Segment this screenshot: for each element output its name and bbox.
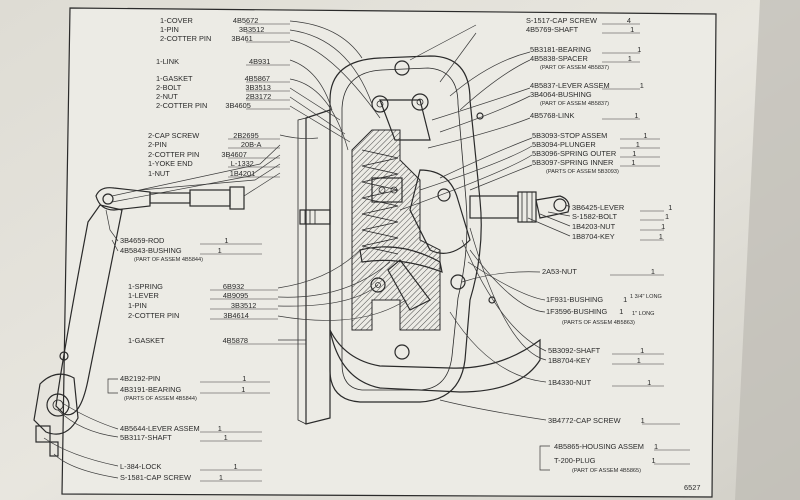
note-part-assem-4B5844: (PART OF ASSEM 4B5844) — [134, 257, 203, 263]
note-bushing-long-1: 1 3/4" LONG — [630, 294, 662, 300]
figure-number: 6527 — [684, 483, 700, 492]
note-part-assem-4B5837b: (PART OF ASSEM 4B5837) — [540, 101, 609, 107]
label-bushing-r: 3B4064-BUSHING — [530, 90, 592, 99]
note-parts-assem-5B3093: (PARTS OF ASSEM 5B3093) — [546, 169, 619, 175]
note-part-assem-4B5837: (PART OF ASSEM 4B5837) — [540, 65, 609, 71]
label-dashes — [200, 23, 690, 482]
left-linkage — [33, 186, 245, 457]
note-parts-assem-4B5844: (PARTS OF ASSEM 4B5844) — [124, 396, 197, 402]
page-shadow — [735, 0, 800, 500]
note-bushing-long-2: 1" LONG — [632, 311, 655, 317]
note-parts-assem-4B5863: (PARTS OF ASSEM 4B5863) — [562, 320, 635, 326]
housing-assembly — [297, 55, 570, 425]
note-part-assem-4B5865: (PART OF ASSEM 4B5865) — [572, 468, 641, 474]
leader-lines — [43, 20, 571, 479]
